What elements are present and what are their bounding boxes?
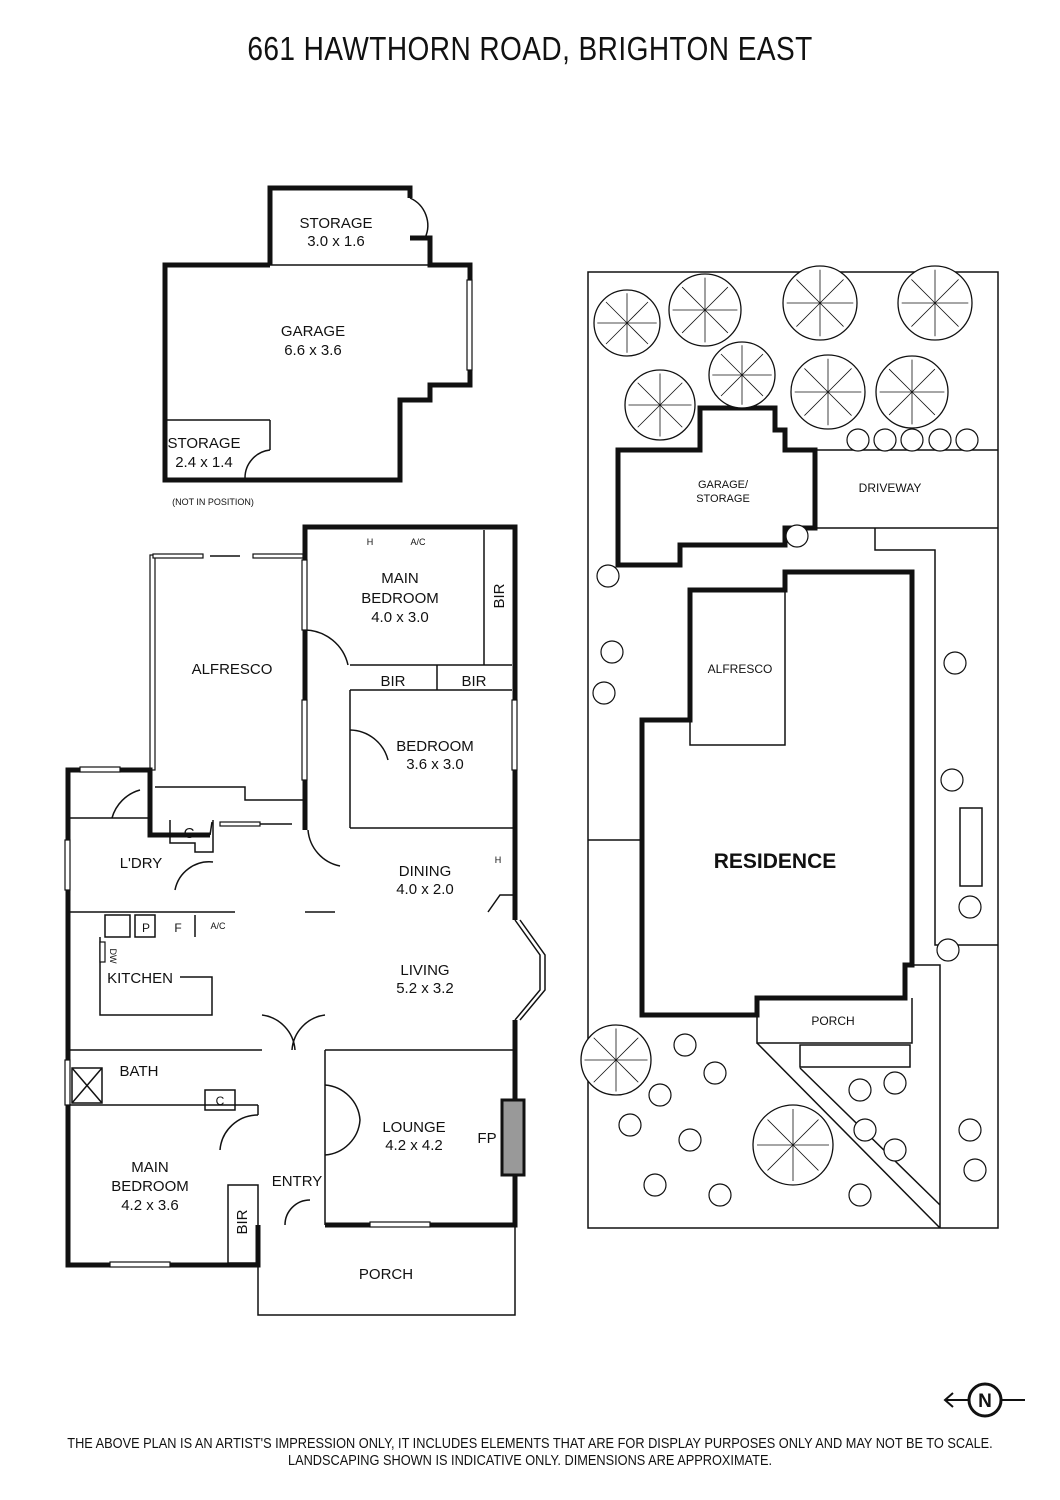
storage-top-wall bbox=[267, 185, 413, 265]
shrub-icon bbox=[846, 428, 870, 452]
shrub-icon bbox=[958, 1118, 982, 1142]
shrub-icon bbox=[883, 1071, 907, 1095]
fireplace-label: FP bbox=[477, 1130, 496, 1147]
bir-label: BIR bbox=[234, 1209, 251, 1234]
shrub-icon bbox=[848, 1078, 872, 1102]
not-in-position-note: (NOT IN POSITION) bbox=[172, 497, 254, 507]
shrub-icon bbox=[883, 1138, 907, 1162]
shrub-icon bbox=[673, 1033, 697, 1057]
bir-label: BIR bbox=[491, 583, 508, 608]
disclaimer-line-2: LANDSCAPING SHOWN IS INDICATIVE ONLY. DI… bbox=[287, 1453, 773, 1469]
shrub-icon bbox=[873, 428, 897, 452]
dining-label: DINING bbox=[399, 863, 452, 880]
entry-label: ENTRY bbox=[272, 1173, 323, 1190]
bir-label: BIR bbox=[461, 673, 486, 690]
heater-label: H bbox=[495, 855, 502, 865]
ac-label: A/C bbox=[410, 537, 426, 547]
disclaimer-line-1: THE ABOVE PLAN IS AN ARTIST'S IMPRESSION… bbox=[67, 1436, 993, 1452]
main-bedroom-front-label: MAIN bbox=[131, 1159, 169, 1176]
bedroom-label: BEDROOM bbox=[396, 738, 474, 755]
storage-top-dims: 3.0 x 1.6 bbox=[307, 233, 365, 250]
site-garage-label: GARAGE/ bbox=[698, 479, 749, 491]
porch-label: PORCH bbox=[359, 1266, 413, 1283]
shrub-icon bbox=[900, 428, 924, 452]
shrub-icon bbox=[678, 1128, 702, 1152]
lounge-label: LOUNGE bbox=[382, 1119, 445, 1136]
storage-bottom-label: STORAGE bbox=[167, 435, 240, 452]
garage-wall bbox=[270, 235, 473, 483]
shrub-icon bbox=[596, 564, 620, 588]
lounge-dims: 4.2 x 4.2 bbox=[385, 1137, 443, 1154]
shrub-icon bbox=[785, 524, 809, 548]
outbuilding: STORAGE 3.0 x 1.6 GARAGE 6.6 x 3.6 STORA… bbox=[162, 185, 473, 507]
main-bedroom-rear-label: MAIN bbox=[381, 570, 419, 587]
shrub-icon bbox=[853, 1118, 877, 1142]
shrub-icon bbox=[928, 428, 952, 452]
site-storage-label: STORAGE bbox=[696, 493, 750, 505]
bedroom-dims: 3.6 x 3.0 bbox=[406, 756, 464, 773]
bir-label: BIR bbox=[380, 673, 405, 690]
house-plan: MAIN BEDROOM 4.0 x 3.0 BIR BIR BIR ALFRE… bbox=[64, 524, 546, 1316]
garage-label: GARAGE bbox=[281, 323, 345, 340]
shrub-icon bbox=[708, 1183, 732, 1207]
north-arrow: N bbox=[943, 1382, 1025, 1418]
main-bedroom-front-dims: 4.2 x 3.6 bbox=[121, 1197, 179, 1214]
shrub-icon bbox=[592, 681, 616, 705]
shrub-icon bbox=[643, 1173, 667, 1197]
fireplace bbox=[500, 1098, 526, 1177]
shrub-icon bbox=[936, 938, 960, 962]
garage-wall-left bbox=[162, 262, 270, 483]
shrub-icon bbox=[848, 1183, 872, 1207]
storage-top-label: STORAGE bbox=[299, 215, 372, 232]
shrub-icon bbox=[958, 895, 982, 919]
site-driveway-label: DRIVEWAY bbox=[859, 481, 922, 495]
shrub-icon bbox=[940, 768, 964, 792]
shrub-icon bbox=[648, 1083, 672, 1107]
main-bedroom-front-label-2: BEDROOM bbox=[111, 1178, 189, 1195]
alfresco-label: ALFRESCO bbox=[192, 661, 273, 678]
shrub-icon bbox=[943, 651, 967, 675]
laundry-label: L'DRY bbox=[120, 855, 163, 872]
door-swing bbox=[409, 197, 429, 239]
cupboard-label: C bbox=[216, 1094, 225, 1108]
main-bedroom-rear-dims: 4.0 x 3.0 bbox=[371, 609, 429, 626]
storage-bottom-dims: 2.4 x 1.4 bbox=[175, 454, 233, 471]
bath-label: BATH bbox=[120, 1063, 159, 1080]
shrub-icon bbox=[600, 640, 624, 664]
dining-dims: 4.0 x 2.0 bbox=[396, 881, 454, 898]
shrub-icon bbox=[955, 428, 979, 452]
living-dims: 5.2 x 3.2 bbox=[396, 980, 454, 997]
site-plan: GARAGE/ STORAGE DRIVEWAY ALFRESCO RESIDE… bbox=[580, 265, 999, 1229]
site-porch-label: PORCH bbox=[811, 1014, 854, 1028]
main-bedroom-rear-label-2: BEDROOM bbox=[361, 590, 439, 607]
bay-window bbox=[514, 919, 541, 1021]
cupboard-label: C bbox=[184, 825, 195, 842]
heater-label: H bbox=[367, 537, 374, 547]
fridge-label: F bbox=[174, 921, 181, 935]
kitchen-label: KITCHEN bbox=[107, 970, 173, 987]
living-label: LIVING bbox=[400, 962, 449, 979]
dishwasher-label: DW bbox=[108, 949, 118, 964]
shrub-icon bbox=[618, 1113, 642, 1137]
shrub-icon bbox=[963, 1158, 987, 1182]
compass-icon bbox=[967, 1382, 1003, 1418]
shrub-icon bbox=[703, 1061, 727, 1085]
site-residence-label: RESIDENCE bbox=[714, 850, 837, 873]
garage-dims: 6.6 x 3.6 bbox=[284, 342, 342, 359]
site-alfresco-label: ALFRESCO bbox=[708, 662, 773, 676]
disclaimer: THE ABOVE PLAN IS AN ARTIST'S IMPRESSION… bbox=[64, 1436, 997, 1470]
north-label: N bbox=[978, 1391, 992, 1412]
page-title: 661 HAWTHORN ROAD, BRIGHTON EAST bbox=[247, 30, 813, 67]
pantry-label: P bbox=[142, 921, 150, 935]
ac-label: A/C bbox=[210, 921, 226, 931]
